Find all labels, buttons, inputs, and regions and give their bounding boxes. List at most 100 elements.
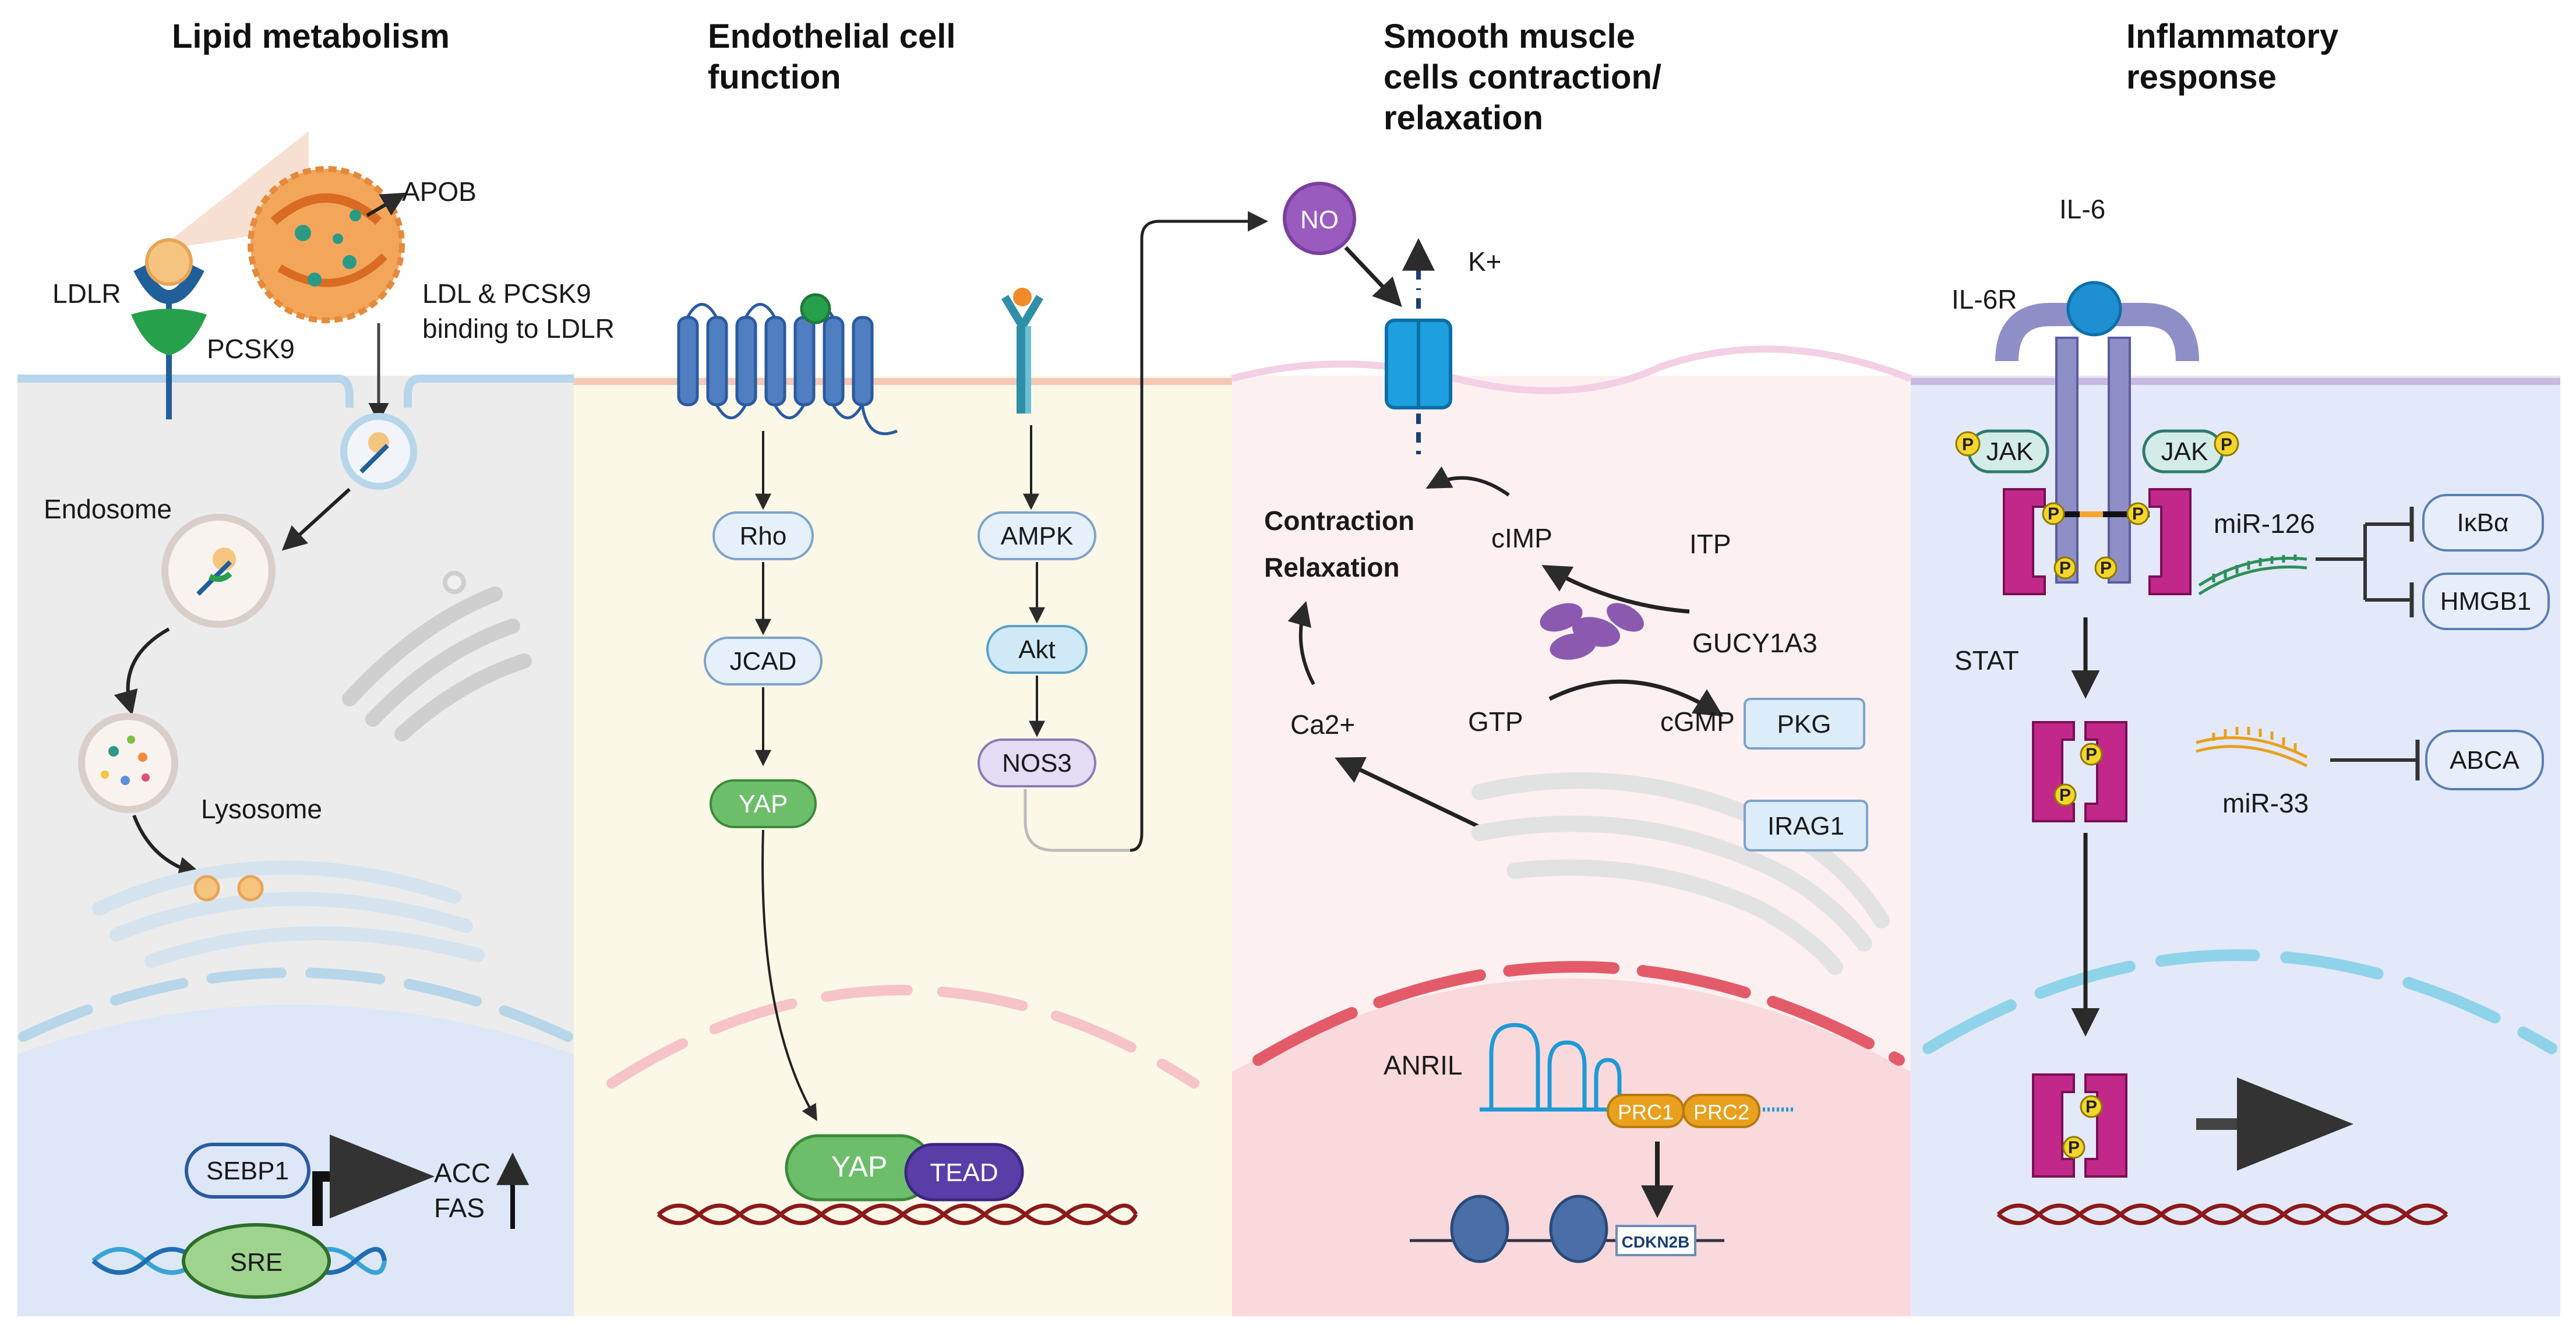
ldl-particle-icon: [248, 166, 405, 323]
lipid-title: Lipid metabolism: [172, 17, 450, 55]
jcad-pill: [704, 637, 823, 686]
rtk-receptor-icon: [1001, 288, 1044, 414]
yap-nuclear-label: YAP: [831, 1150, 887, 1183]
to-er-arrow: [132, 814, 203, 881]
ldlr-label: LDLR: [52, 278, 121, 309]
gtp-label: GTP: [1468, 706, 1523, 737]
endothelial-title-l1: Endothelial cell: [708, 17, 955, 55]
hmgb1-pill: [2422, 573, 2550, 630]
panel-titles: Lipid metabolism Endothelial cell functi…: [172, 17, 2338, 137]
to-endosome-arrow: [281, 487, 351, 551]
smooth-membrane: [1231, 345, 1912, 394]
no-molecule-icon: [1283, 182, 1356, 255]
ampk-label: AMPK: [1001, 522, 1074, 550]
apob-arrow: [366, 192, 407, 217]
nos3-label: NOS3: [1002, 749, 1072, 778]
itp-to-cimp-arrow: [1541, 565, 1690, 614]
phospho-jak-icons: P P: [1955, 431, 2239, 457]
rho-pill: [712, 511, 814, 560]
inflam-dna-icon: [1996, 1203, 2448, 1225]
cdkn2b-label: CDKN2B: [1622, 1233, 1690, 1251]
smooth-title-l2: cells contraction/: [1384, 58, 1661, 96]
pcsk9-label: PCSK9: [207, 334, 295, 364]
rho-label: Rho: [740, 522, 787, 550]
svg-text:P: P: [2068, 1138, 2080, 1157]
tead-label: TEAD: [930, 1158, 998, 1187]
gtp-to-cgmp-arrow: [1548, 679, 1724, 717]
lysosome-icon: [78, 713, 178, 813]
stat-dimer-membrane-icon: P P P P: [2003, 488, 2192, 595]
ca-to-contraction-arrow: [1287, 600, 1315, 686]
apob-label: APOB: [402, 176, 477, 207]
mir126-icon: [2198, 554, 2307, 596]
inflammatory-title-l1: Inflammatory: [2126, 17, 2338, 55]
svg-text:P: P: [1962, 435, 1974, 454]
er-icon: [92, 860, 485, 968]
pkg-box: [1744, 698, 1865, 750]
svg-text:P: P: [2085, 745, 2097, 764]
pcsk9-icon: [131, 309, 207, 355]
mir126-inhibition: [2316, 522, 2412, 602]
lipid-panel: APOB LDLR PCSK9 LDL & PCSK9 binding to L…: [44, 131, 615, 1299]
gpcr-receptor-icon: [677, 293, 898, 436]
nuclear-envelopes: [18, 949, 2557, 1089]
svg-text:P: P: [2059, 786, 2071, 805]
akt-label: Akt: [1018, 635, 1056, 664]
akt-pill: [986, 625, 1088, 674]
itp-label: ITP: [1689, 529, 1731, 559]
binding-label-l1: LDL & PCSK9: [422, 278, 591, 309]
contraction-label: Contraction: [1264, 506, 1414, 536]
mir33-icon: [2196, 727, 2308, 768]
fas-label: FAS: [434, 1193, 485, 1223]
svg-text:P: P: [2048, 504, 2059, 524]
il6-ligand-icon: [2066, 281, 2122, 337]
prc1-label: PRC1: [1618, 1100, 1674, 1124]
svg-text:P: P: [2059, 559, 2071, 578]
lysosome-label: Lysosome: [201, 794, 322, 824]
smooth-title-l3: relaxation: [1384, 99, 1543, 137]
mir33-label: miR-33: [2222, 788, 2309, 818]
abca-pill: [2425, 730, 2544, 790]
jcad-label: JCAD: [730, 647, 797, 676]
endothelial-title-l2: function: [708, 58, 841, 96]
il6r-label: IL-6R: [1952, 284, 2017, 315]
gucy1a3-enzyme-icon: [1540, 603, 1644, 660]
sarcoplasmic-reticulum-icon: [1472, 772, 1890, 975]
kplus-label: K+: [1468, 246, 1502, 277]
il6r-receptor-icon: [1995, 281, 2199, 584]
gucy1a3-label: GUCY1A3: [1692, 628, 1818, 658]
irag1-box: [1744, 800, 1868, 851]
sr-to-ca-arrow: [1335, 757, 1481, 829]
lipid-membrane: [17, 374, 574, 408]
jak-left-label: JAK: [1986, 437, 2034, 466]
binding-label-l2: binding to LDLR: [422, 313, 615, 344]
tead-pill: [904, 1143, 1024, 1202]
prc2-pill: [1682, 1094, 1760, 1128]
abca-label: ABCA: [2450, 746, 2519, 775]
acc-label: ACC: [434, 1158, 491, 1188]
svg-text:P: P: [2085, 1097, 2097, 1116]
endothelial-nuclear-envelope: [606, 985, 1199, 1089]
smooth-nuclear-envelope: [1252, 961, 1905, 1066]
no-to-channel-arrow: [1344, 246, 1402, 308]
endo-dna-icon: [657, 1203, 1138, 1225]
transcription-arrow: [312, 1135, 435, 1226]
inflammatory-title-l2: response: [2126, 58, 2277, 96]
cdkn2b-box: [1615, 1225, 1696, 1256]
endosome-icon: [161, 514, 276, 628]
ikba-label: IκBα: [2457, 508, 2508, 537]
sebp1-pill: [185, 1143, 310, 1199]
cimp-label: cIMP: [1491, 523, 1552, 553]
endosome-label: Endosome: [44, 494, 172, 524]
cimp-to-channel-arrow: [1425, 466, 1510, 497]
anril-label: ANRIL: [1384, 1050, 1462, 1080]
il6-label: IL-6: [2059, 194, 2105, 224]
svg-text:P: P: [2132, 504, 2144, 524]
relaxation-label: Relaxation: [1264, 552, 1400, 582]
jak-right-label: JAK: [2161, 437, 2208, 466]
irag1-label: IRAG1: [1767, 812, 1844, 840]
no-label: NO: [1300, 206, 1339, 234]
pkg-label: PKG: [1777, 710, 1832, 739]
